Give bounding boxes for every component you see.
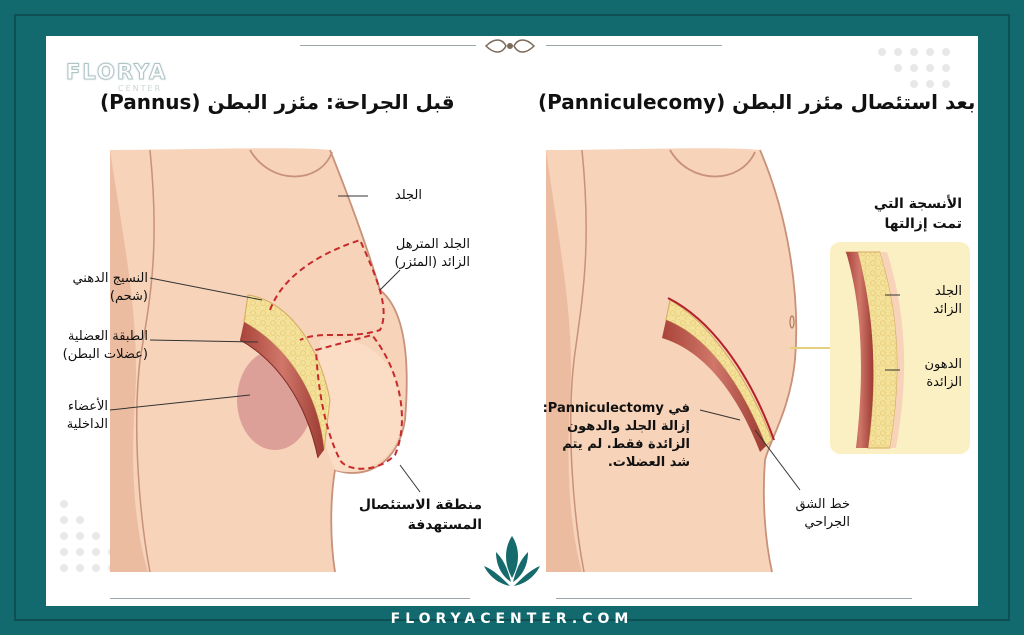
label-fat-1: النسيج الدهني	[72, 271, 148, 286]
label-excess-skin-r-2: الزائد	[933, 302, 962, 317]
removed-tissue-inset	[790, 242, 970, 454]
pointer-lines	[109, 195, 900, 493]
label-incision-1: خط الشق	[795, 497, 850, 512]
note-line-2: إزالة الجلد والدهون	[567, 419, 690, 434]
right-heading: بعد استئصال مئزر البطن (Panniculecomy)	[538, 90, 976, 114]
label-excess-fat-1: الدهون	[924, 357, 962, 372]
note-line-1: في Panniculectomy:	[542, 401, 690, 416]
label-fat-2: (شحم)	[109, 289, 148, 304]
label-target-2: المستهدفة	[407, 517, 482, 533]
label-excess-skin-1: الجلد المترهل	[395, 237, 470, 252]
footer-rule-right	[556, 598, 912, 599]
flourish-ornament-icon	[484, 39, 536, 53]
label-organs-1: الأعضاء	[67, 399, 108, 414]
website-url[interactable]: FLORYACENTER.COM	[390, 611, 634, 627]
label-muscle-2: (عضلات البطن)	[62, 347, 148, 362]
label-skin: الجلد	[394, 188, 422, 203]
label-incision-2: الجراحي	[804, 515, 850, 530]
left-body	[110, 148, 408, 573]
brand-logo: FLORYA CENTER	[65, 60, 168, 94]
lotus-leaf-logo-icon	[484, 536, 540, 586]
header-rule-right	[546, 45, 722, 46]
label-excess-fat-2: الزائدة	[926, 375, 962, 390]
right-body	[546, 148, 798, 573]
label-organs-2: الداخلية	[66, 417, 108, 432]
label-excess-skin-r-1: الجلد	[934, 284, 962, 299]
note-line-3: الزائدة فقط. لم يتم	[562, 437, 690, 452]
label-excess-skin-2: الزائد (المئزر)	[394, 255, 470, 270]
label-muscle-1: الطبقة العضلية	[67, 329, 148, 344]
label-removed-tissue-1: الأنسجة التي	[873, 196, 962, 212]
footer-rule-left	[110, 598, 470, 599]
frame-border	[14, 14, 1010, 621]
header-rule-left	[300, 45, 476, 46]
label-target-1: منطقة الاستئصال	[358, 497, 482, 513]
logo-text: FLORYA	[65, 60, 168, 85]
note-line-4: شد العضلات.	[607, 455, 690, 470]
left-heading: قبل الجراحة: مئزر البطن (Pannus)	[100, 90, 455, 114]
label-removed-tissue-2: تمت إزالتها	[884, 216, 962, 232]
logo-subtext: CENTER	[118, 84, 163, 93]
dot-pattern-top-right	[878, 48, 968, 108]
